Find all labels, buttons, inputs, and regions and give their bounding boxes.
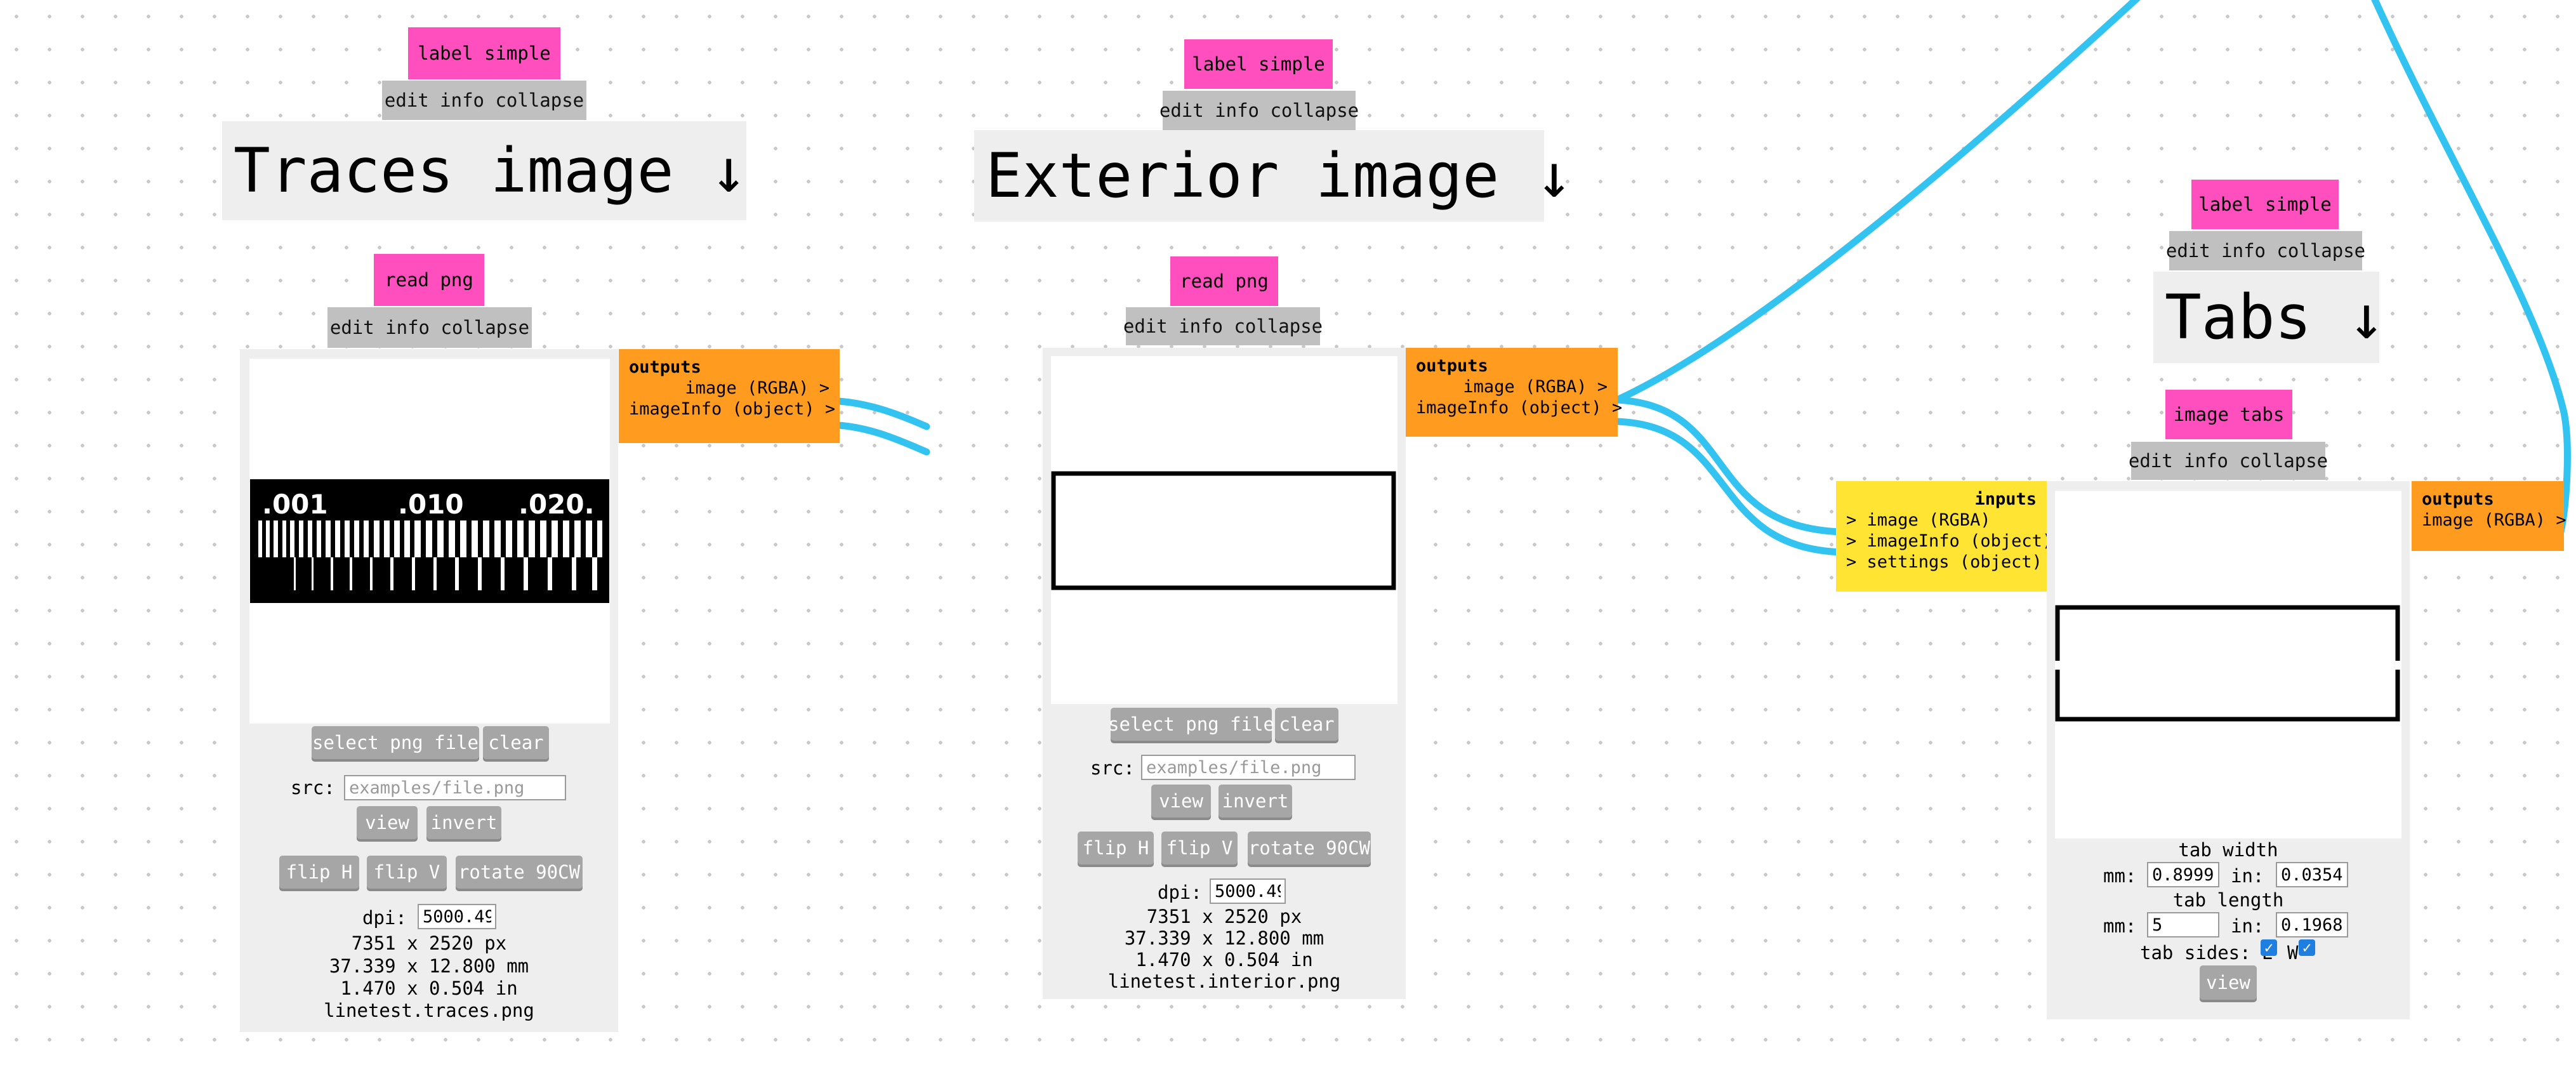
image-preview: [1051, 356, 1397, 704]
dpi-input[interactable]: [418, 904, 496, 929]
dpi-input[interactable]: [1210, 878, 1286, 904]
module-name-tag[interactable]: label simple: [408, 27, 560, 79]
tab-length-mm-label: mm:: [2103, 915, 2137, 937]
wire-traces-image: [835, 397, 930, 430]
module-name-tag[interactable]: image tabs: [2165, 390, 2292, 439]
flip-h-button[interactable]: flip H: [1078, 832, 1154, 865]
preview-tick-label: .020.: [519, 489, 595, 520]
filename-text: linetest.interior.png: [1107, 971, 1341, 992]
src-input[interactable]: [344, 775, 566, 800]
module-controls[interactable]: edit info collapse: [2166, 231, 2365, 270]
tab-width-in-input[interactable]: [2276, 862, 2348, 887]
output-image-port[interactable]: image (RGBA) >: [685, 378, 829, 398]
clear-button[interactable]: clear: [1275, 708, 1338, 741]
tabs-preview-image: [2055, 605, 2400, 722]
mm-size-text: 37.339 x 12.800 mm: [329, 955, 529, 977]
module-name-tag[interactable]: read png: [1170, 256, 1278, 306]
select-png-file-button[interactable]: select png file: [1108, 708, 1274, 741]
mm-size-text: 37.339 x 12.800 mm: [1124, 927, 1324, 949]
invert-button[interactable]: invert: [426, 806, 501, 839]
module-name-tag[interactable]: label simple: [2191, 180, 2339, 229]
tab-length-label: tab length: [2172, 889, 2284, 911]
wire-exterior-image-up: [1613, 0, 2141, 404]
clear-button[interactable]: clear: [483, 726, 549, 759]
tab-width-mm-label: mm:: [2103, 865, 2137, 887]
invert-button[interactable]: invert: [1219, 785, 1292, 818]
view-button[interactable]: view: [2200, 965, 2257, 1000]
outputs-header: outputs: [629, 357, 701, 377]
tab-side-w-label: W: [2287, 942, 2299, 964]
flip-h-button[interactable]: flip H: [279, 856, 359, 889]
label-title: Exterior image ↓: [974, 130, 1573, 222]
inch-size-text: 1.470 x 0.504 in: [1135, 949, 1313, 971]
dpi-label: dpi:: [1158, 882, 1202, 903]
tab-width-in-label: in:: [2231, 865, 2264, 887]
image-preview: [2055, 491, 2401, 838]
wire-exterior-imageinfo-to-tabs: [1613, 418, 1846, 556]
rotate-90cw-button[interactable]: rotate 90CW: [456, 856, 583, 889]
module-name-tag[interactable]: read png: [374, 254, 484, 306]
flip-v-button[interactable]: flip V: [1161, 832, 1238, 865]
tab-length-mm-input[interactable]: [2147, 912, 2219, 938]
outputs-panel: outputs image (RGBA) >: [2412, 481, 2566, 551]
wire-exterior-image-to-tabs: [1613, 396, 1846, 536]
traces-preview-image: .001 .010 .020.: [250, 479, 609, 603]
label-title: Traces image ↓: [222, 121, 747, 220]
output-image-port[interactable]: image (RGBA) >: [2422, 510, 2566, 530]
src-input[interactable]: [1141, 755, 1356, 780]
tab-sides-label: tab sides: E: [2140, 942, 2273, 964]
tab-side-w-checkbox[interactable]: ✓: [2299, 939, 2315, 956]
inch-size-text: 1.470 x 0.504 in: [340, 978, 518, 999]
module-controls[interactable]: edit info collapse: [1159, 91, 1359, 130]
tab-length-in-input[interactable]: [2276, 912, 2348, 938]
inputs-panel: inputs > image (RGBA) > imageInfo (objec…: [1836, 481, 2053, 592]
view-button[interactable]: view: [357, 806, 418, 839]
inputs-header: inputs: [1974, 489, 2037, 509]
tab-side-e-checkbox[interactable]: ✓: [2261, 939, 2277, 956]
tab-width-mm-input[interactable]: [2147, 862, 2219, 887]
outputs-header: outputs: [2422, 489, 2494, 509]
dpi-label: dpi:: [362, 907, 407, 929]
module-name-tag[interactable]: label simple: [1184, 39, 1333, 89]
output-image-port[interactable]: image (RGBA) >: [1463, 377, 1608, 397]
wire-tabs-output-up: [2371, 0, 2571, 536]
module-controls[interactable]: edit info collapse: [1123, 307, 1323, 345]
outputs-panel: outputs image (RGBA) > imageInfo (object…: [619, 349, 840, 443]
pixel-size-text: 7351 x 2520 px: [351, 932, 507, 954]
filename-text: linetest.traces.png: [324, 1000, 534, 1021]
input-image-port[interactable]: > image (RGBA): [1846, 510, 1991, 530]
outputs-panel: outputs image (RGBA) > imageInfo (object…: [1406, 348, 1623, 437]
outputs-header: outputs: [1416, 356, 1488, 376]
module-controls[interactable]: edit info collapse: [2129, 442, 2328, 480]
pixel-size-text: 7351 x 2520 px: [1146, 906, 1302, 927]
wire-traces-imageinfo: [835, 421, 930, 456]
src-label: src:: [1090, 757, 1135, 779]
exterior-preview-image: [1051, 471, 1396, 590]
output-imageinfo-port[interactable]: imageInfo (object) >: [629, 399, 836, 419]
src-label: src:: [291, 777, 335, 799]
module-controls[interactable]: edit info collapse: [382, 81, 586, 120]
module-controls[interactable]: edit info collapse: [327, 307, 532, 348]
select-png-file-button[interactable]: select png file: [312, 726, 479, 759]
input-settings-port[interactable]: > settings (object): [1846, 552, 2042, 572]
rotate-90cw-button[interactable]: rotate 90CW: [1248, 832, 1371, 865]
output-imageinfo-port[interactable]: imageInfo (object) >: [1416, 398, 1623, 418]
view-button[interactable]: view: [1151, 785, 1211, 818]
label-title: Tabs ↓: [2153, 272, 2385, 363]
tab-length-in-label: in:: [2231, 915, 2264, 937]
image-preview: .001 .010 .020.: [249, 359, 610, 724]
preview-tick-label: .010: [398, 489, 464, 520]
input-imageinfo-port[interactable]: > imageInfo (object): [1846, 531, 2053, 551]
flip-v-button[interactable]: flip V: [367, 856, 447, 889]
preview-tick-label: .001: [262, 489, 328, 520]
tab-width-label: tab width: [2178, 839, 2278, 861]
